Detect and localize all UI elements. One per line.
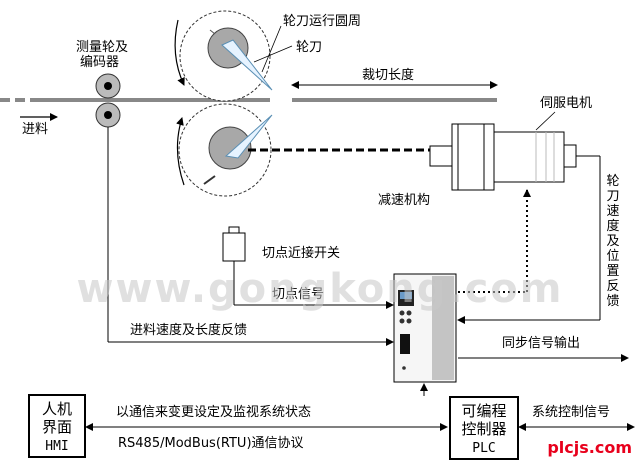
- reducer-label: 减速机构: [378, 193, 431, 208]
- proximity-switch-label: 切点近接开关: [262, 246, 341, 261]
- watermark: www.gongkong.com: [76, 266, 564, 312]
- knife-orbit-label: 轮刀运行圆周: [283, 14, 362, 29]
- knife-feedback-line: [457, 155, 601, 324]
- hmi-box: 人机 界面 HMI: [28, 394, 86, 458]
- plc-box: 可编程 控制器 PLC: [449, 396, 519, 460]
- hmi-label-2: 界面: [41, 418, 72, 436]
- system-signal-label: 系统控制信号: [532, 405, 611, 420]
- knife-label: 轮刀: [296, 40, 323, 55]
- measuring-wheel-label-1: 测量轮及: [76, 40, 129, 55]
- plc-label-1: 可编程: [461, 402, 507, 420]
- servo-drive: [393, 273, 457, 383]
- plc-label-2: 控制器: [461, 420, 507, 438]
- site-logo: plcjs.com: [547, 438, 632, 457]
- feed-feedback-line: [107, 127, 394, 346]
- upper-knife-wheel: [174, 10, 293, 102]
- measuring-wheel-label-2: 编码器: [80, 55, 120, 70]
- hmi-label-3: HMI: [45, 439, 69, 454]
- knife-feedback-label: 轮刀速度及位置反馈: [606, 174, 620, 309]
- cut-signal-label: 切点信号: [272, 287, 325, 302]
- proximity-switch: [222, 226, 394, 309]
- sync-output-label: 同步信号输出: [502, 336, 581, 351]
- lower-knife-wheel: [176, 103, 273, 197]
- feed-label: 进料: [22, 122, 49, 137]
- measuring-wheel-encoder: [95, 73, 121, 128]
- comm-desc-label: 以通信来变更设定及监视系统状态: [116, 405, 312, 420]
- hmi-label-1: 人机: [41, 400, 72, 418]
- servo-motor-label: 伺服电机: [540, 96, 593, 111]
- protocol-label: RS485/ModBus(RTU)通信协议: [118, 436, 304, 451]
- feed-feedback-label: 进料速度及长度反馈: [130, 323, 248, 338]
- servo-motor: [429, 111, 577, 191]
- cut-length-label: 裁切长度: [362, 68, 415, 83]
- plc-label-3: PLC: [472, 441, 496, 456]
- motor-command-line: [458, 189, 531, 293]
